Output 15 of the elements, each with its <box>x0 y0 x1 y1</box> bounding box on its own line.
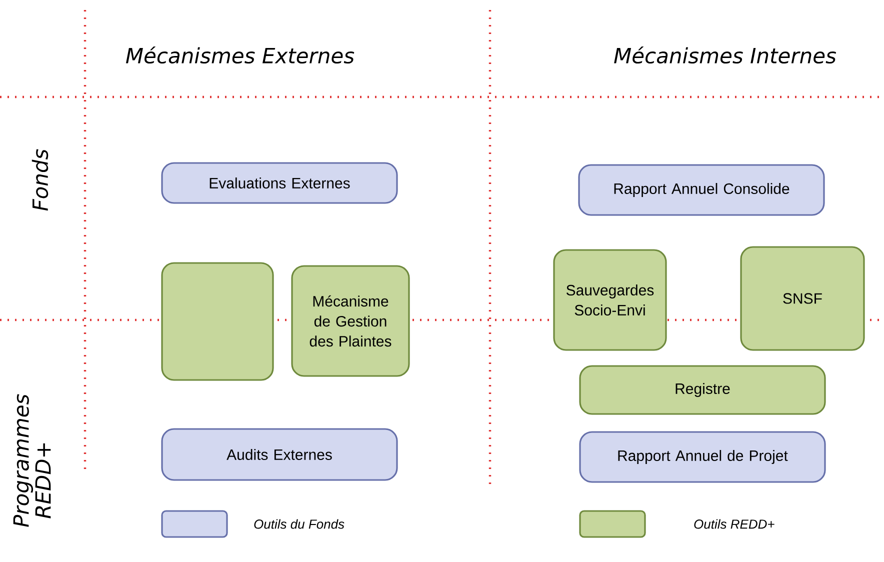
heading: Fonds <box>32 149 48 211</box>
tool-box: Evaluations Externes <box>161 162 398 204</box>
heading: Programmes REDD+ <box>13 394 51 527</box>
tool-box <box>161 262 274 381</box>
tool-box: Sauvegardes Socio-Envi <box>553 249 667 351</box>
legend-label: Outils REDD+ <box>694 519 774 529</box>
legend-label: Outils du Fonds <box>254 519 344 529</box>
tool-box: Mécanisme de Gestion des Plaintes <box>291 265 410 377</box>
heading: Mécanismes Externes <box>126 46 354 64</box>
tool-box: Registre <box>579 365 826 415</box>
tool-box: Rapport Annuel Consolide <box>578 164 825 216</box>
tool-box: SNSF <box>740 246 865 351</box>
tool-box: Rapport Annuel de Projet <box>579 431 826 483</box>
heading: Mécanismes Internes <box>614 46 836 64</box>
tool-box: Audits Externes <box>161 428 398 481</box>
